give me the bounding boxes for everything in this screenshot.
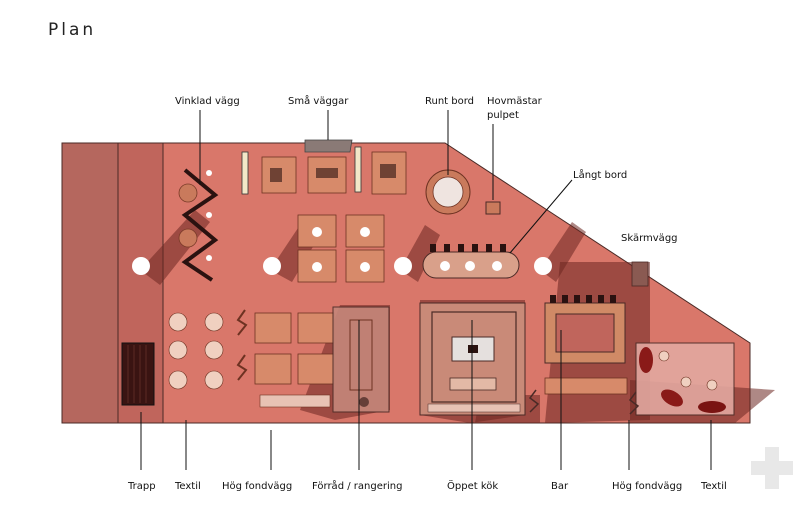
long-table [422, 244, 520, 279]
label-hovmastar-1: Hovmästar [487, 96, 543, 107]
plus-icon [751, 447, 793, 489]
textile-marker [528, 389, 540, 413]
label-forrad: Förråd / rangering [312, 479, 402, 492]
label-trapp: Trapp [127, 481, 156, 492]
lounge [635, 342, 735, 416]
low-step [259, 394, 331, 408]
maitre-d-pulpit [485, 201, 501, 215]
label-hovmastar-2: pulpet [487, 110, 519, 121]
label-runt-bord: Runt bord [425, 96, 474, 107]
round-tables-grid [168, 312, 224, 390]
stair-lines [127, 345, 147, 403]
page-title: Plan [48, 20, 97, 40]
rect-tables [254, 312, 335, 385]
booth-tables-top [261, 151, 407, 195]
label-textil-left: Textil [174, 481, 201, 492]
textile-marker [236, 309, 248, 336]
leader-line [509, 179, 573, 254]
round-stool [178, 228, 198, 248]
label-oppet-kok: Öppet kök [447, 479, 498, 492]
label-textil-right: Textil [700, 481, 727, 492]
label-hog-fondvagg-right: Hög fondvägg [612, 481, 682, 492]
stair-zone [61, 142, 119, 424]
top-labels: Vinklad vägg Små väggar Runt bord Hovmäs… [175, 94, 678, 254]
stair-block [121, 342, 155, 406]
label-bar: Bar [551, 481, 569, 492]
bottom-labels: Trapp Textil Hög fondvägg Förråd / range… [127, 320, 727, 492]
textile-marker [628, 391, 640, 415]
textile-marker [236, 354, 248, 381]
label-skarmvagg: Skärmvägg [621, 233, 678, 244]
round-table [425, 169, 471, 215]
angled-wall [178, 168, 219, 282]
pendant-lamps [132, 257, 552, 275]
label-vinklad-vagg: Vinklad vägg [175, 96, 240, 107]
small-wall [354, 146, 362, 193]
storage-block [332, 306, 390, 413]
square-tables [297, 214, 385, 283]
shadow [140, 210, 210, 285]
label-sma-vaggar: Små väggar [288, 94, 349, 107]
label-hog-fondvagg-left: Hög fondvägg [222, 481, 292, 492]
small-wall [241, 151, 249, 195]
small-wall-top [304, 139, 353, 153]
round-stool [178, 183, 198, 203]
label-langt-bord: Långt bord [573, 168, 627, 181]
screen-wall [631, 261, 649, 287]
bar [544, 295, 628, 395]
